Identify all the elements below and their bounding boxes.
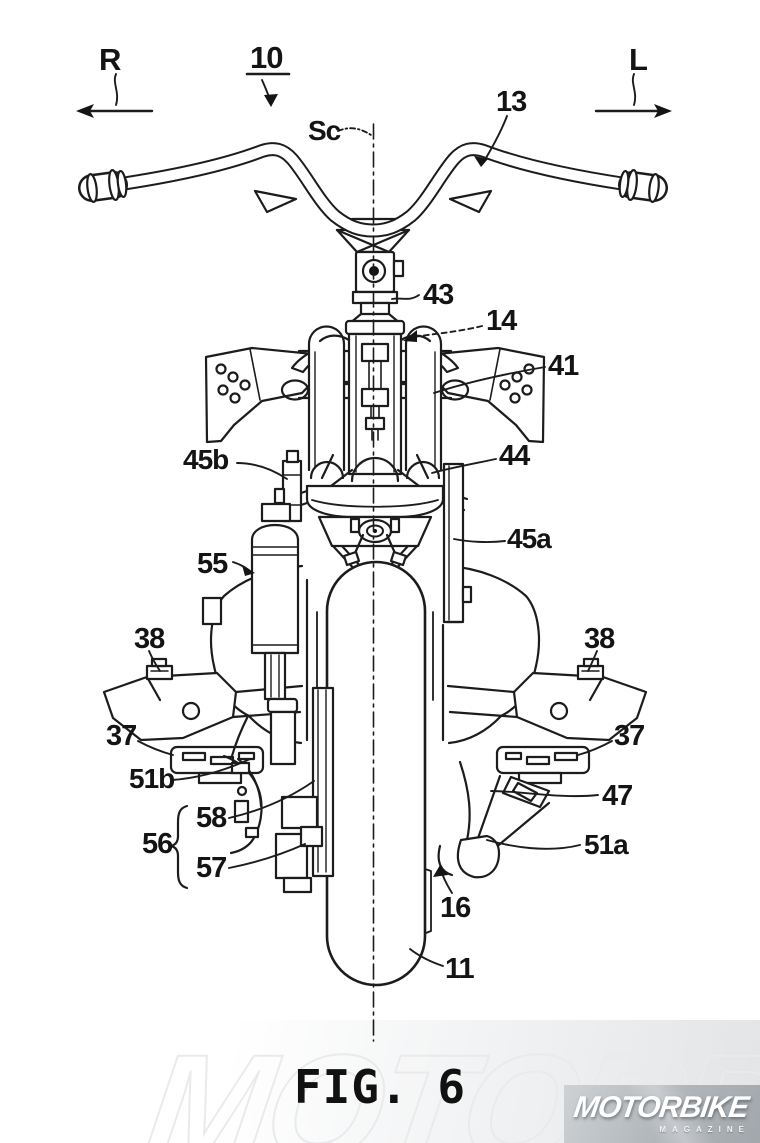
logo-subtitle: MAGAZINE (659, 1125, 750, 1134)
label-56-brace (171, 806, 187, 888)
ref-label-r: R (99, 44, 120, 75)
ref-label-37-right: 37 (614, 722, 644, 751)
ref-label-55: 55 (197, 550, 227, 579)
ref-label-13: 13 (496, 88, 526, 117)
ref-label-10: 10 (250, 42, 282, 73)
ref-label-sc: Sc (308, 117, 340, 145)
fork-stanchion-right (406, 327, 441, 471)
ref-label-41: 41 (548, 352, 578, 381)
ref-label-56: 56 (142, 830, 172, 859)
bar-mount-tab-right (450, 191, 491, 212)
ref-label-47: 47 (602, 782, 632, 811)
ref-label-38-left: 38 (134, 625, 164, 654)
damper-rod (362, 344, 388, 440)
ref-label-43: 43 (423, 281, 453, 310)
ref-label-38-right: 38 (584, 625, 614, 654)
ref-label-45a: 45a (507, 525, 551, 553)
handlebar-grip-right (618, 170, 660, 203)
fork-stanchion-left (309, 327, 344, 471)
front-tire (317, 562, 433, 985)
ref-label-57: 57 (196, 854, 226, 883)
logo-title: MOTORBIKE (572, 1093, 750, 1123)
ref-label-14: 14 (486, 307, 516, 336)
side-plate-45a (444, 464, 471, 622)
handlebar-grip-left (86, 170, 128, 203)
motorbike-logo: MOTORBIKE MAGAZINE (564, 1085, 760, 1143)
ref-label-l: L (629, 44, 647, 75)
head-tube-assembly (292, 314, 458, 474)
ref-label-51a: 51a (584, 831, 628, 859)
ref-label-37-left: 37 (106, 722, 136, 751)
steering-stem (353, 252, 403, 314)
ref-label-16: 16 (440, 894, 470, 923)
ref-label-44: 44 (499, 442, 529, 471)
ref-label-11: 11 (445, 955, 474, 984)
ref-label-51b: 51b (129, 765, 174, 793)
ref-label-45b: 45b (183, 446, 228, 474)
bar-mount-tab-left (255, 191, 296, 212)
ref-label-58: 58 (196, 804, 226, 833)
